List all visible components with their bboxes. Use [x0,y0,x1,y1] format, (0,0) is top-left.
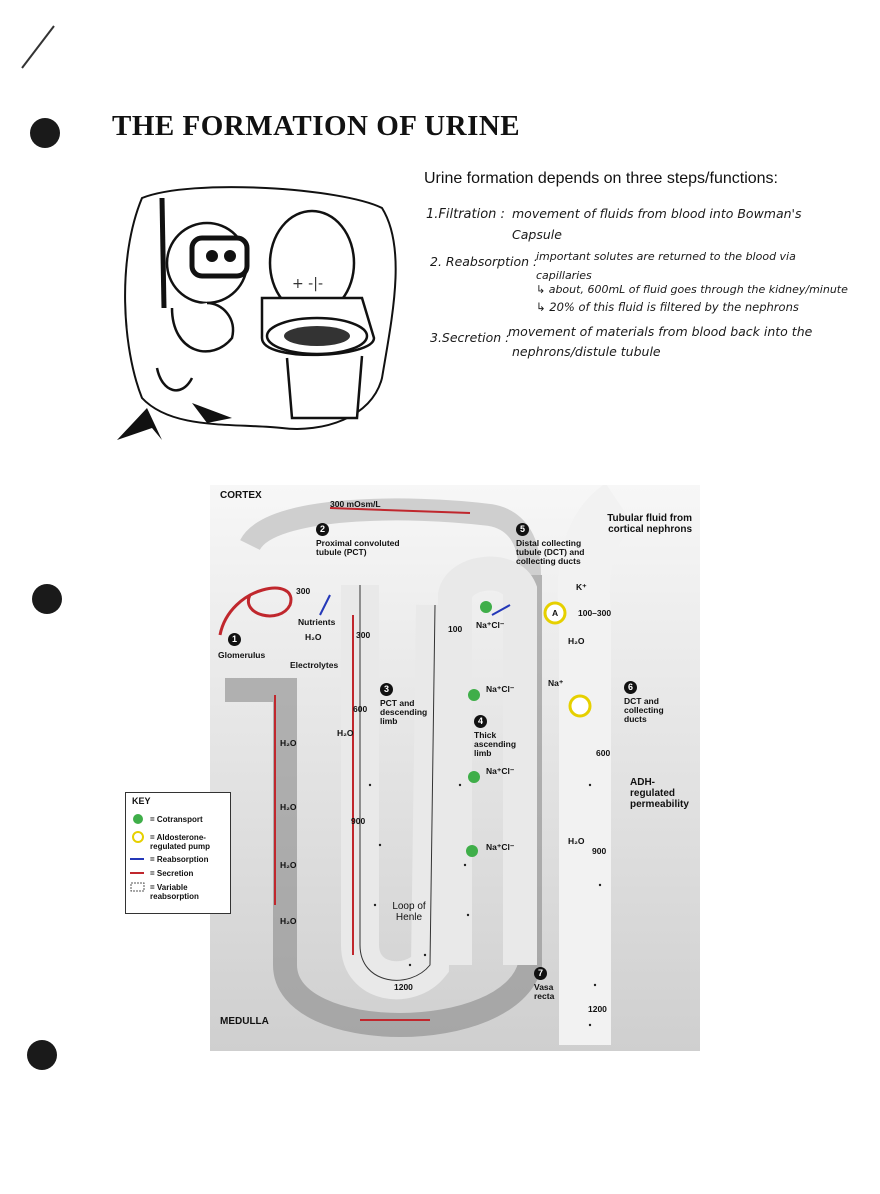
key-reabsorption: = Reabsorption [150,855,209,864]
nephron-diagram: CORTEX MEDULLA 300 mOsm/L Tubular fluid … [210,485,700,1051]
binder-hole-top [30,118,60,148]
binder-hole-middle [32,584,62,614]
value-100-300: 100–300 [578,608,612,618]
nacl-label-1: Na⁺Cl⁻ [476,620,505,630]
water-label-vasa-2: H₂O [280,802,297,812]
step-4-badge: 4 [474,715,487,728]
step-2-badge: 2 [316,523,329,536]
potassium-label: K⁺ [576,582,587,592]
reabsorption-text: important solutes are returned to the bl… [536,250,796,263]
pct-label: Proximal convoluted tubule (PCT) [316,538,400,557]
nacl-label-2: Na⁺Cl⁻ [486,684,515,694]
cortex-label: CORTEX [220,490,262,501]
step-3-badge: 3 [380,683,393,696]
water-label-collecting-2: H₂O [568,836,585,846]
nutrients-label: Nutrients [298,617,336,627]
value-300-b: 300 [356,630,371,640]
binder-hole-bottom [27,1040,57,1070]
value-600: 600 [353,704,368,714]
pct-descending-label: PCT and descending limb [380,698,428,726]
filtration-text: movement of fluids from blood into Bowma… [512,206,802,221]
step-6-badge: 6 [624,681,637,694]
key-symbols [130,814,145,892]
key-variable: = Variable reabsorption [150,883,199,901]
value-100: 100 [448,624,463,634]
water-label-vasa-3: H₂O [280,860,297,870]
step-7-badge: 7 [534,967,547,980]
value-1200-a: 1200 [394,982,413,992]
key-cotransport: = Cotransport [150,815,203,824]
vasa-recta-label: Vasa recta [534,982,555,1001]
reabsorption-sub-1: ↳ about, 600mL of fluid goes through the… [536,283,848,296]
electrolytes-label: Electrolytes [290,660,339,670]
key-aldosterone: = Aldosterone- regulated pump [150,833,211,851]
value-600-b: 600 [596,748,611,758]
page-title: THE FORMATION OF URINE [112,110,521,142]
intro-heading: Urine formation depends on three steps/f… [424,170,778,187]
loop-of-henle-label: Loop of Henle [392,901,426,923]
secretion-term: 3.Secretion : [430,330,510,345]
dct-collecting-label: DCT and collecting ducts [624,696,664,724]
filtration-term: 1.Filtration : [426,207,505,222]
value-1200-b: 1200 [588,1004,607,1014]
thick-ascending-label: Thick ascending limb [474,730,517,758]
glomerulus-label: Glomerulus [218,650,266,660]
key-title: KEY [132,796,151,806]
svg-text:+ -|-: + -|- [292,276,323,292]
value-300-a: 300 [296,586,311,596]
value-900-b: 900 [592,846,607,856]
reabsorption-text-2: capillaries [536,269,592,282]
adh-label: ADH- regulated permeability [630,777,689,810]
sodium-label: Na⁺ [548,678,564,688]
diagram-key: KEY = Cotransport = Aldosterone- regulat… [125,792,231,914]
step-5-badge: 5 [516,523,529,536]
osm-top-label: 300 mOsm/L [330,499,381,509]
filtration-text-2: Capsule [512,227,562,242]
water-label-vasa-4: H₂O [280,916,297,926]
tubular-fluid-label: Tubular fluid from cortical nephrons [607,513,692,535]
key-secretion: = Secretion [150,869,194,878]
nephron-drawing [210,485,700,1051]
secretion-text: movement of materials from blood back in… [508,324,813,339]
step-1-badge: 1 [228,633,241,646]
water-label-vasa-1: H₂O [280,738,297,748]
water-label-descending: H₂O [337,728,354,738]
value-900: 900 [351,816,366,826]
nacl-label-4: Na⁺Cl⁻ [486,842,515,852]
medulla-label: MEDULLA [220,1016,269,1027]
cartoon-illustration: + -|- [117,186,397,440]
water-label-pct: H₂O [305,632,322,642]
reabsorption-term: 2. Reabsorption : [430,254,538,269]
secretion-text-2: nephrons/distule tubule [512,344,661,359]
aldosterone-pump-label: A [552,608,559,618]
nacl-label-3: Na⁺Cl⁻ [486,766,515,776]
water-label-collecting-1: H₂O [568,636,585,646]
reabsorption-sub-2: ↳ 20% of this fluid is filtered by the n… [536,300,799,314]
dct-label: Distal collecting tubule (DCT) and colle… [516,538,585,566]
pen-mark [21,25,55,69]
